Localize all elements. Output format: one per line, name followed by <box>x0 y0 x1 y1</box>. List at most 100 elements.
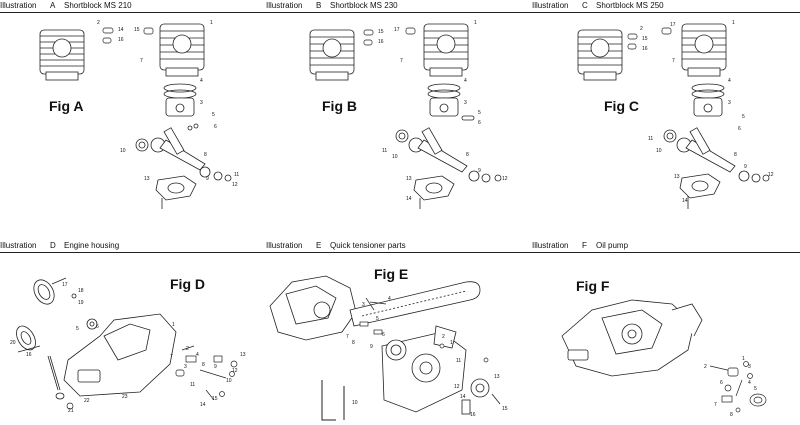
callout: 2 <box>442 334 445 340</box>
callout: 5 <box>742 114 745 120</box>
callout: 4 <box>196 352 199 358</box>
callout: 10 <box>392 154 398 160</box>
panel-e-header: Illustration E Quick tensioner parts <box>266 240 532 253</box>
guide-bar-drawing <box>349 281 481 327</box>
panel-f-word: Illustration <box>532 241 569 250</box>
callout: 4 <box>388 296 391 302</box>
piston-drawing <box>165 97 195 117</box>
callout: 11 <box>648 136 653 142</box>
panel-a-letter: A <box>50 1 56 10</box>
sprocket-cover-drawing <box>381 325 467 413</box>
callout: 7 <box>346 334 349 340</box>
callout: 12 <box>502 176 508 182</box>
callout: 12 <box>768 172 774 178</box>
callout: 3 <box>184 364 187 370</box>
panel-a-word: Illustration <box>0 1 37 10</box>
callout: 14 <box>406 196 412 202</box>
callout: 10 <box>120 148 126 154</box>
crankcase-bottom-drawing <box>679 173 721 209</box>
callout: 8 <box>204 152 207 158</box>
callout: 2 <box>704 364 707 370</box>
panel-f-callouts: 1 2 3 4 5 6 7 8 <box>704 356 757 418</box>
panel-d-fig-label: Fig D <box>170 276 205 292</box>
crankshaft-drawing <box>135 123 232 182</box>
callout: 16 <box>642 46 648 52</box>
panel-d-word: Illustration <box>0 241 37 250</box>
callout: 8 <box>730 412 733 418</box>
callout: 13 <box>674 174 680 180</box>
housing-small-parts-drawing <box>66 345 238 410</box>
crankshaft-drawing <box>395 127 502 183</box>
callout: 2 <box>97 20 100 26</box>
callout: 6 <box>214 124 217 130</box>
panel-f-fig-label: Fig F <box>576 278 610 294</box>
callout: 1 <box>742 356 745 362</box>
panel-d-title: Engine housing <box>64 241 120 250</box>
callout: 4 <box>748 380 751 386</box>
cylinder-assembled-drawing <box>39 29 85 81</box>
panel-c-title: Shortblock MS 250 <box>596 1 664 10</box>
tensioner-wheel-drawing <box>385 339 501 415</box>
panel-e-title: Quick tensioner parts <box>330 241 406 250</box>
callout: 10 <box>226 378 232 384</box>
callout: 9 <box>214 364 217 370</box>
callout: 7 <box>714 402 717 408</box>
piston-rings-drawing <box>691 83 725 99</box>
panel-a-title: Shortblock MS 210 <box>64 1 132 10</box>
panel-c-word: Illustration <box>532 1 569 10</box>
panel-a-callouts: 1 2 14 16 15 7 4 3 5 6 10 8 9 11 12 13 <box>97 20 239 188</box>
callout: 14 <box>682 198 688 204</box>
crankcase-bottom-drawing <box>155 175 197 209</box>
callout: 14 <box>200 402 206 408</box>
powerhead-drawing <box>561 299 703 377</box>
callout: 1 <box>450 340 453 346</box>
callout: 5 <box>376 316 379 322</box>
callout: 13 <box>144 176 150 182</box>
callout: 1 <box>732 20 735 26</box>
tensioner-small-parts-drawing <box>359 297 489 363</box>
callout: 3 <box>728 100 731 106</box>
callout: 3 <box>464 100 467 106</box>
callout: 7 <box>140 58 143 64</box>
crankcase-bottom-drawing <box>413 175 455 209</box>
callout: 5 <box>212 112 215 118</box>
panel-a-header: Illustration A Shortblock MS 210 <box>0 0 266 13</box>
callout: 16 <box>26 352 32 358</box>
piston-rings-drawing <box>163 83 197 99</box>
panel-c-letter: C <box>582 1 588 10</box>
callout: 4 <box>464 78 467 84</box>
callout: 16 <box>470 412 476 418</box>
callout: 4 <box>728 78 731 84</box>
callout: 2 <box>186 346 189 352</box>
callout: 13 <box>240 352 246 358</box>
decomp-valve-drawing <box>363 27 416 46</box>
callout: 8 <box>352 340 355 346</box>
callout: 3 <box>362 302 365 308</box>
panel-b-callouts: 1 17 15 16 7 4 3 5 6 11 10 8 9 12 13 14 <box>378 20 508 202</box>
piston-drawing <box>429 97 475 121</box>
callout: 1 <box>172 322 175 328</box>
panel-b-fig-label: Fig B <box>322 98 357 114</box>
callout: 2 <box>640 26 643 32</box>
callout: 12 <box>454 384 460 390</box>
callout: 10 <box>352 400 358 406</box>
panel-b-diagram: 1 17 15 16 7 4 3 5 6 11 10 8 9 12 13 14 <box>309 20 508 209</box>
callout: 9 <box>744 164 747 170</box>
panel-e-word: Illustration <box>266 241 303 250</box>
callout: 21 <box>68 408 74 414</box>
callout: 14 <box>118 27 124 33</box>
callout: 15 <box>502 406 508 412</box>
callout: 22 <box>84 398 90 404</box>
callout: 6 <box>720 380 723 386</box>
callout: 17 <box>394 27 400 33</box>
piston-rings-drawing <box>427 83 461 99</box>
panel-e-letter: E <box>316 241 322 250</box>
oil-pump-parts-drawing <box>709 361 767 413</box>
callout: 17 <box>670 22 676 28</box>
panel-b-title: Shortblock MS 230 <box>330 1 398 10</box>
callout: 3 <box>200 100 203 106</box>
